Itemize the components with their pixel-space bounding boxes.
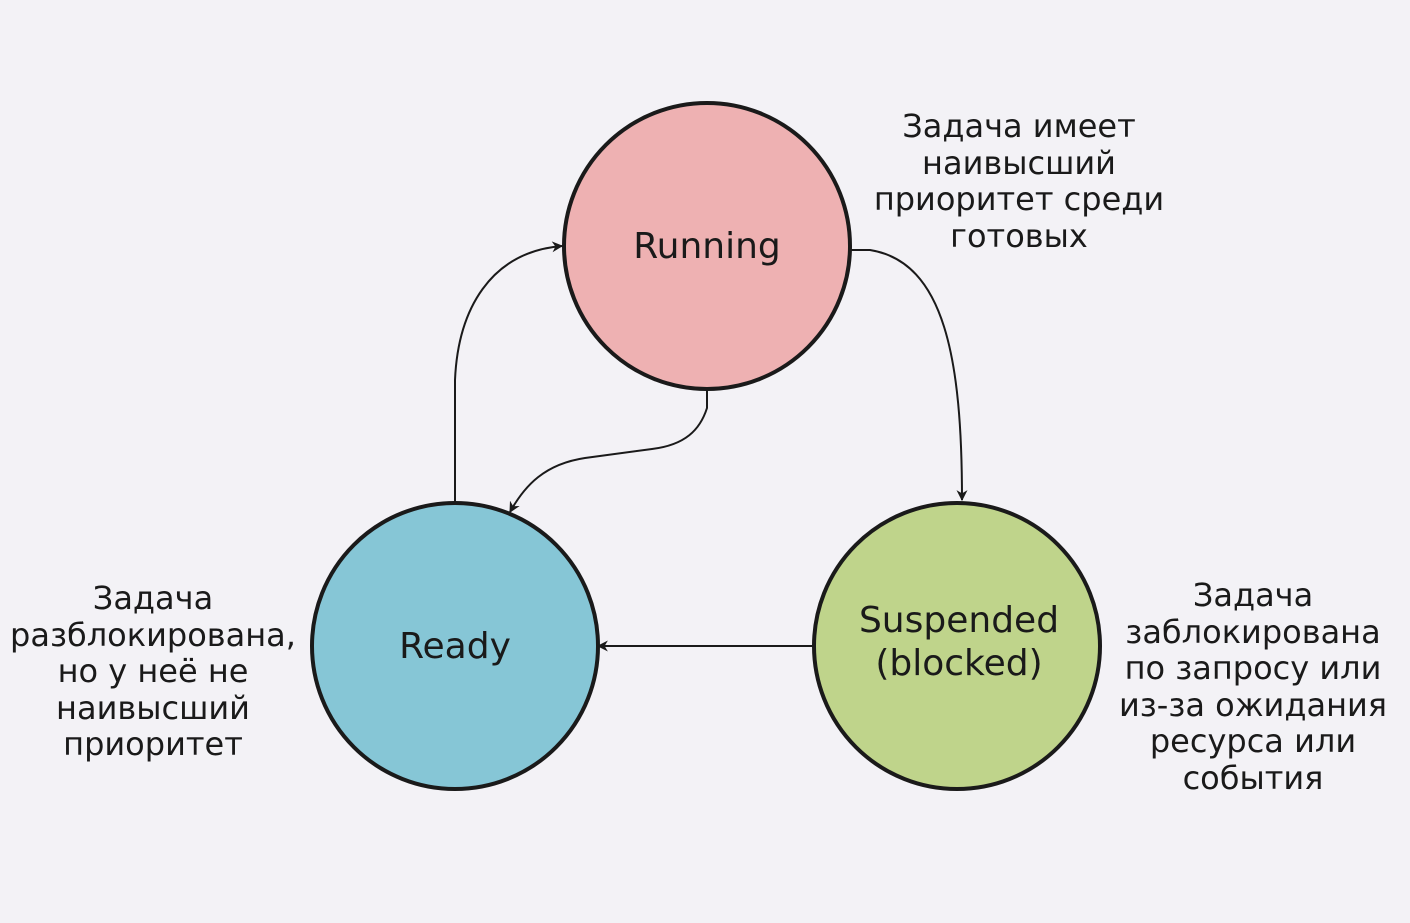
state-suspended: Suspended (blocked) xyxy=(812,501,1102,791)
note-ready-line: Задача xyxy=(92,579,214,617)
note-ready-line: но у неё не xyxy=(57,652,249,690)
note-suspended-line: ресурса или xyxy=(1149,722,1357,760)
state-suspended-label-line-1: Suspended xyxy=(859,600,1059,641)
state-running-circle xyxy=(562,101,852,391)
note-ready-line: приоритет xyxy=(63,725,243,763)
note-suspended: Задача заблокирована по запросу или из-з… xyxy=(1119,577,1387,796)
note-running-line: готовых xyxy=(950,216,1088,255)
note-running-line: наивысший xyxy=(922,143,1116,182)
transition-running-to-ready xyxy=(509,390,708,513)
note-suspended-line: заблокирована xyxy=(1125,612,1381,651)
transition-running-to-suspended xyxy=(850,249,968,502)
note-ready-line: разблокирована, xyxy=(10,615,296,654)
note-suspended-line: Задача xyxy=(1192,576,1314,614)
state-ready-label: Ready xyxy=(399,626,511,667)
state-ready: Ready xyxy=(310,501,600,791)
note-running: Задача имеет наивысший приоритет среди г… xyxy=(874,108,1164,254)
state-suspended-circle xyxy=(812,501,1102,791)
state-ready-circle xyxy=(310,501,600,791)
note-running-line: приоритет среди xyxy=(873,180,1165,218)
note-running-line: Задача имеет xyxy=(902,107,1136,145)
note-suspended-line: события xyxy=(1182,758,1324,797)
state-running-label: Running xyxy=(633,226,781,267)
state-suspended-label-line-2: (blocked) xyxy=(875,643,1042,684)
note-suspended-line: из-за ожидания xyxy=(1118,685,1388,724)
note-ready-line: наивысший xyxy=(56,688,250,727)
note-suspended-line: по запросу или xyxy=(1124,649,1382,687)
note-ready: Задача разблокирована, но у неё не наивы… xyxy=(10,580,296,763)
transition-ready-to-running xyxy=(454,241,564,502)
state-running: Running xyxy=(562,101,852,391)
